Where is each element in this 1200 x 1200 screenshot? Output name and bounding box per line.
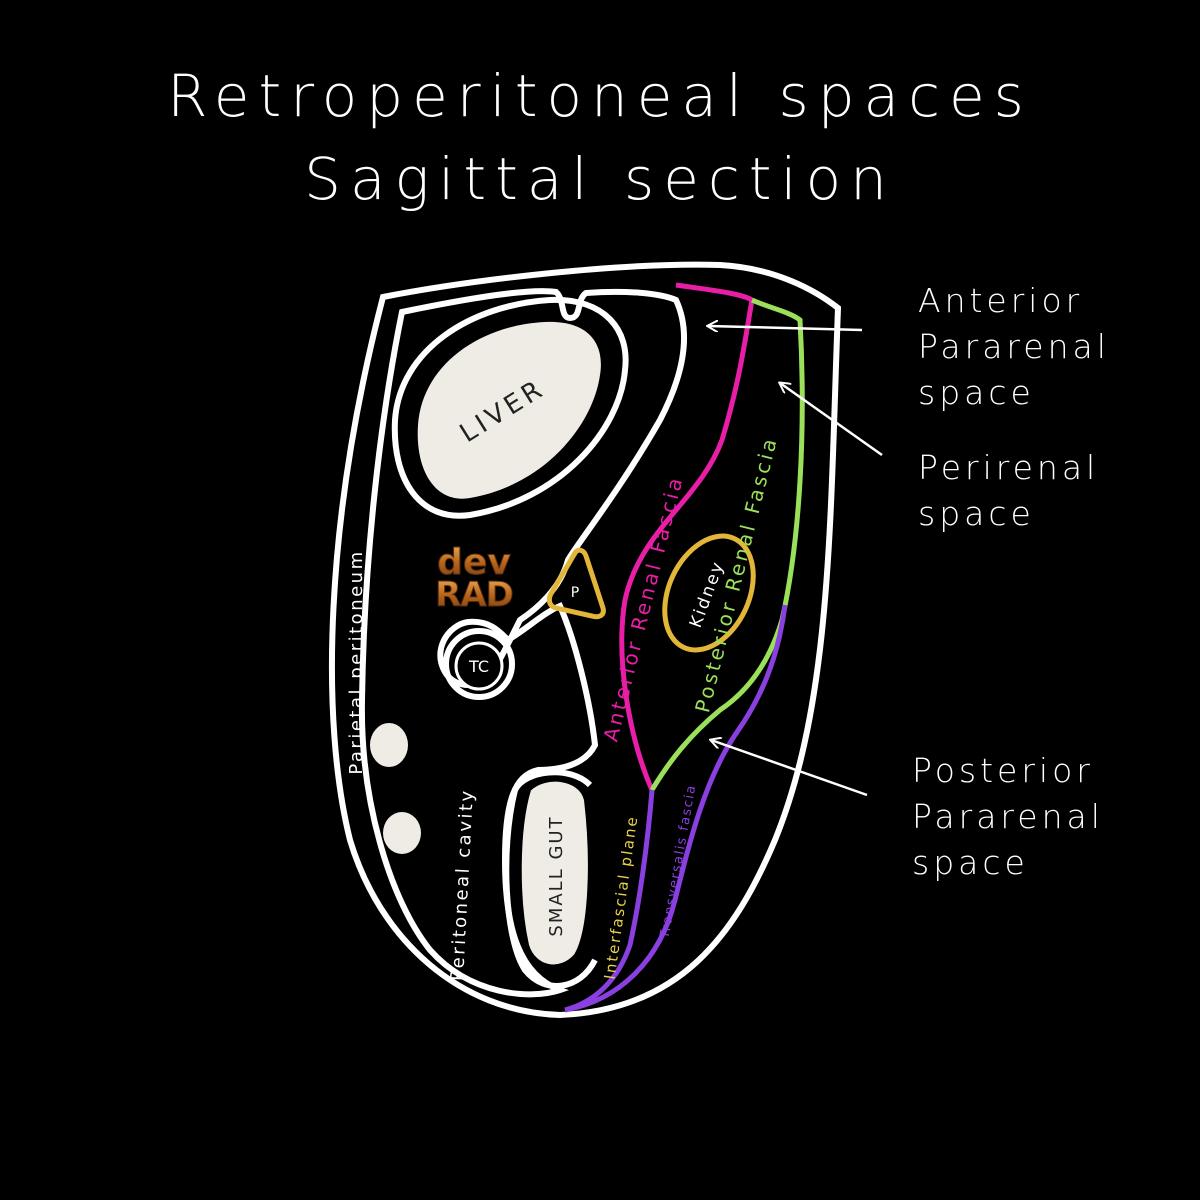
anterior-renal-fascia-label: Anterior Renal Fascia xyxy=(598,473,687,744)
peritoneal-nodule-upper xyxy=(370,723,408,767)
peritoneal-lining xyxy=(358,288,687,998)
anterior-pararenal-label-line-1: Anterior xyxy=(918,281,1084,320)
devrad-logo: dev RAD xyxy=(435,542,515,616)
anterior-pararenal-label-line-2: Pararenal xyxy=(918,327,1110,366)
posterior-pararenal-label-line-1: Posterior xyxy=(912,751,1094,790)
transverse-colon-label: TC xyxy=(468,657,489,676)
perirenal-label-line-2: space xyxy=(918,494,1035,533)
pancreas-shape xyxy=(546,547,606,620)
interfascial-plane-line xyxy=(564,789,655,1013)
posterior-renal-fascia-line xyxy=(649,297,805,792)
posterior-pararenal-arrow xyxy=(711,740,868,797)
liver-shape xyxy=(417,321,601,499)
small-gut-label: SMALL GUT xyxy=(546,815,567,936)
kidney-shape xyxy=(662,533,756,653)
title-line-2: Sagittal section xyxy=(304,145,896,213)
liver-outer-outline xyxy=(391,296,629,519)
logo-rad-text: RAD xyxy=(435,575,513,615)
transversalis-fascia-label: Transversalis fascia xyxy=(657,783,699,941)
anterior-pararenal-arrow xyxy=(708,326,863,330)
anterior-pararenal-label-line-3: space xyxy=(918,373,1035,412)
transverse-colon-outline xyxy=(443,628,515,700)
peritoneal-cavity-label: Peritoneal cavity xyxy=(447,788,478,982)
interfascial-plane-label: Interfascial plane xyxy=(601,814,642,981)
transverse-colon-shape xyxy=(454,641,504,691)
small-gut-outer-wall xyxy=(503,789,598,989)
pancreas-label: P xyxy=(571,585,579,601)
title-line-1: Retroperitoneal spaces xyxy=(167,62,1033,130)
small-gut-outline xyxy=(512,769,593,792)
body-wall-outer-outline xyxy=(328,261,842,1019)
posterior-pararenal-label-line-3: space xyxy=(912,843,1029,882)
anterior-pararenal-space-label: Anterior Pararenal space xyxy=(918,278,1110,416)
perirenal-arrow xyxy=(780,383,883,457)
peritoneal-nodule-lower xyxy=(383,812,421,854)
perirenal-space-label: Perirenal space xyxy=(918,445,1099,537)
perirenal-label-line-1: Perirenal xyxy=(918,448,1100,487)
parietal-peritoneum-label: Parietal peritoneum xyxy=(346,549,367,774)
transversalis-fascia-line xyxy=(564,604,788,1013)
posterior-pararenal-space-label: Posterior Pararenal space xyxy=(912,748,1104,886)
small-gut-shape xyxy=(519,779,590,967)
anterior-renal-fascia-line xyxy=(619,282,755,792)
logo-dev-text: dev xyxy=(437,542,511,583)
posterior-pararenal-label-line-2: Pararenal xyxy=(912,797,1104,836)
